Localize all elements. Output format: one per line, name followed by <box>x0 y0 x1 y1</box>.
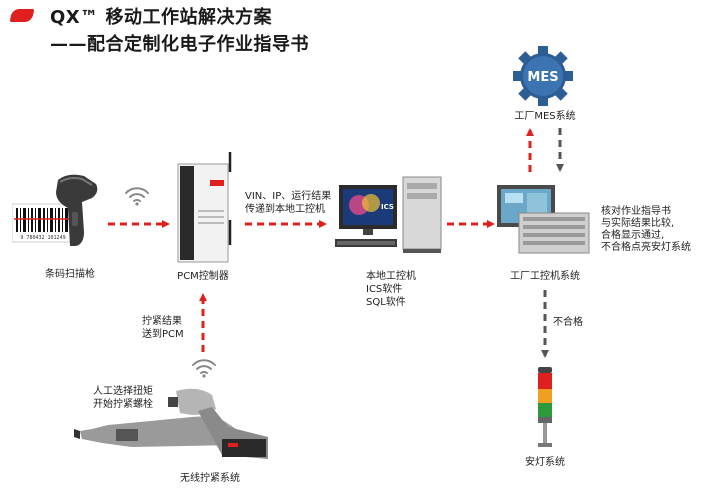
local-label-2: ICS软件 <box>366 284 403 295</box>
mes-label: 工厂MES系统 <box>514 111 576 122</box>
local-label-1: 本地工控机 <box>366 271 416 282</box>
edge-label-pcm-to-local-2: 传递到本地工控机 <box>245 204 325 215</box>
ics-screen-text: ICS <box>381 203 394 211</box>
scanner-label: 条码扫描枪 <box>45 269 95 280</box>
wireless-tightening-tool-icon <box>74 388 268 459</box>
page-title: QX™ 移动工作站解决方案 <box>50 7 272 28</box>
barcode-text: 9 780432 101249 <box>20 235 65 241</box>
edge-label-factory-to-lamp: 不合格 <box>553 317 583 328</box>
factory-note-4: 不合格点亮安灯系统 <box>601 242 691 253</box>
page-subtitle: ——配合定制化电子作业指导书 <box>50 34 309 55</box>
factory-label: 工厂工控机系统 <box>510 271 580 282</box>
tool-label: 无线拧紧系统 <box>180 473 240 484</box>
factory-note-1: 核对作业指导书 <box>601 206 671 217</box>
andon-lamp-icon <box>538 367 552 447</box>
edge-label-pcm-to-local-1: VIN、IP、运行结果 <box>245 191 332 202</box>
factory-ipc-icon <box>497 185 590 254</box>
mes-gear-icon: MES <box>513 46 573 106</box>
lamp-label: 安灯系统 <box>525 457 565 468</box>
local-label-3: SQL软件 <box>366 297 406 308</box>
factory-note-2: 与实际结果比较, <box>601 218 675 229</box>
barcode-scanner-icon: 9 780432 101249 <box>12 174 98 246</box>
edge-label-tool-to-pcm-1: 拧紧结果 <box>142 316 182 327</box>
edge-label-tool-to-pcm-2: 送到PCM <box>142 329 184 340</box>
pcm-controller-icon <box>177 152 232 263</box>
wifi-icon <box>192 359 216 378</box>
factory-note-3: 合格显示通过, <box>601 230 665 241</box>
tool-note-2: 开始拧紧螺栓 <box>93 399 153 410</box>
wifi-icon <box>125 187 149 206</box>
mes-badge-text: MES <box>527 70 558 85</box>
pcm-label: PCM控制器 <box>177 271 229 282</box>
local-workstation-icon: ICS <box>335 176 442 253</box>
tool-note-1: 人工选择扭矩 <box>93 386 153 397</box>
